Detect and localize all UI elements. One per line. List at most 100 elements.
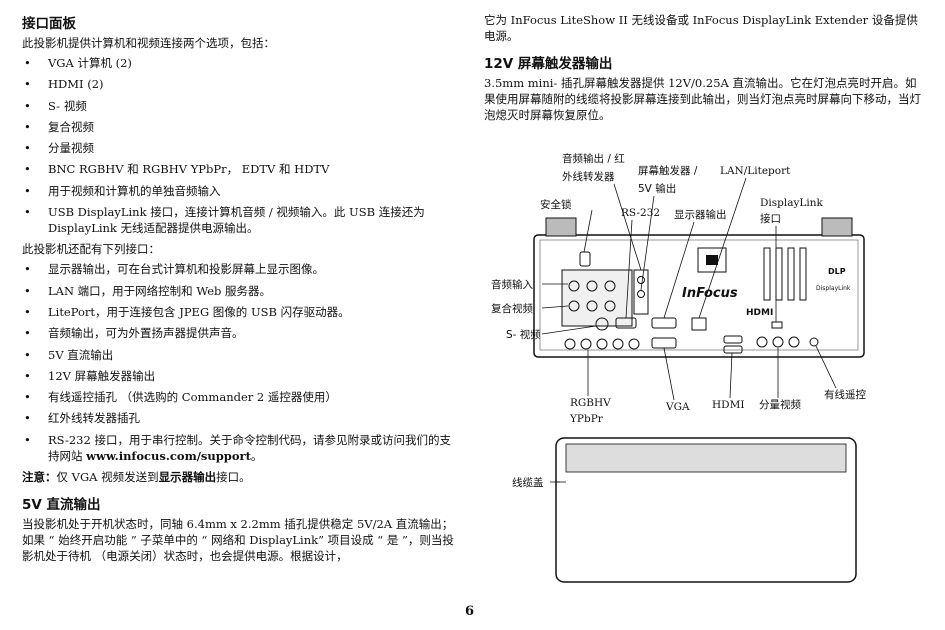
projector-body [533,234,865,358]
label-svideo: S- 视频 [506,328,541,341]
audio-out-jack [637,276,645,284]
rs232-end: 。 [250,448,263,463]
list-item: USB DisplayLink 接口，连接计算机音频 / 视频输入。此 USB … [22,204,462,236]
leader-line [541,325,597,335]
displaylink-logo: DisplayLink [816,285,851,292]
trigger-text: 3.5mm mini- 插孔屏幕触发器提供 12V/0.25A 直流输出。它在灯… [484,76,921,122]
cable-cover-grille [565,443,847,473]
list-item: LAN 端口，用于网络控制和 Web 服务器。 [22,283,462,299]
leader-line [613,183,642,271]
monitor-out-port [651,317,677,329]
left-foot [545,217,577,237]
security-lock-slot [579,251,591,267]
list-item: VGA 计算机 (2) [22,55,462,71]
list-item: S- 视频 [22,98,462,114]
audio-in-jack [586,280,598,292]
outputs-list: 显示器输出，可在台式计算机和投影屏幕上显示图像。 LAN 端口，用于网络控制和 … [22,261,462,463]
av-input-panel [561,269,633,327]
label-audio-in: 音频输入 [491,278,533,291]
ports-heading: 接口面板 [22,16,76,32]
hdmi-logo: HDMI [746,308,773,318]
lan-port [691,317,707,331]
audio-in-jack [568,280,580,292]
leader-line [640,195,655,291]
hdmi-port [723,335,743,344]
label-audio-out: 音频输出 / 红 [562,152,625,165]
left-column: 接口面板 此投影机提供计算机和视频连接两个选项，包括： VGA 计算机 (2) … [22,12,462,568]
note-label: 注意： [22,470,57,485]
note-emphasis: 显示器输出 [158,470,217,485]
list-item: 12V 屏幕触发器输出 [22,368,462,384]
label-composite: 复合视频 [491,302,533,315]
list-item: 红外线转发器插孔 [22,410,462,426]
leader-line [698,177,747,319]
inputs-list: VGA 计算机 (2) HDMI (2) S- 视频 复合视频 分量视频 BNC… [22,55,462,236]
composite-jack [568,300,580,312]
label-displaylink: DisplayLink [760,197,824,209]
list-item: 显示器输出，可在台式计算机和投影屏幕上显示图像。 [22,261,462,277]
right-foot [821,217,853,237]
leader-line [729,352,733,399]
cable-cover [555,437,857,583]
leader-line [815,345,837,389]
power-socket [706,255,718,265]
also-intro: 此投影机还配有下列接口： [22,242,160,257]
support-url: www.infocus.com/support [86,448,251,463]
wired-remote-jack [809,337,819,347]
page-number: 6 [465,604,475,619]
component-jack [756,336,768,348]
ports-intro: 此投影机提供计算机和视频连接两个选项，包括： [22,36,275,50]
bnc-jack [628,338,640,350]
composite-jack [586,300,598,312]
label-5v-out: 5V 输出 [638,182,676,195]
panel-inner-frame [539,239,859,351]
list-item: 音频输出，可为外置扬声器提供声音。 [22,325,462,341]
connector-panel-diagram: 音频输出 / 红 外线转发器 屏幕触发器 / 5V 输出 LAN/Litepor… [491,152,866,583]
label-cable-cover: 线缆盖 [512,476,544,489]
infocus-logo: InFocus [682,286,738,301]
label-screen-trigger: 屏幕触发器 / [638,164,698,177]
vga-port [651,337,677,349]
trigger-jack [637,290,645,298]
leader-line [583,209,593,253]
label-ypbpr: YPbPr [569,413,604,425]
bnc-jack [580,338,592,350]
label-hdmi: HDMI [712,399,744,411]
dc-heading: 5V 直流输出 [22,497,101,514]
power-inlet [697,247,727,273]
label-vga: VGA [665,401,690,413]
bnc-jack [596,338,608,350]
list-item: BNC RGBHV 和 RGBHV YPbPr， EDTV 和 HDTV [22,161,462,177]
label-monitor-out: 显示器输出 [674,208,727,221]
list-item: 用于视频和计算机的单独音频输入 [22,183,462,199]
dlp-logo: DLP [828,267,846,276]
note: 注意：仅 VGA 视频发送到显示器输出接口。 [22,469,462,485]
label-wired-remote: 有线遥控 [824,388,866,401]
label-security-lock: 安全锁 [540,198,572,211]
component-jack [788,336,800,348]
label-component: 分量视频 [759,398,801,411]
trigger-heading: 12V 屏幕触发器输出 [484,56,613,72]
dc-text: 当投影机处于开机状态时，同轴 6.4mm x 2.2mm 插孔提供稳定 5V/2… [22,517,454,564]
list-item: HDMI (2) [22,76,462,92]
vent-slot [799,247,807,301]
composite-jack [604,300,616,312]
usb-displaylink-port [771,321,783,329]
audio-in-jack [604,280,616,292]
leader-line [625,219,633,319]
rs232-text: RS-232 接口，用于串行控制。关于命令控制代码，请参见附录或访问我们的支持网… [48,432,451,463]
svideo-jack [595,317,609,331]
list-item: 复合视频 [22,119,462,135]
list-item: 分量视频 [22,140,462,156]
label-lan-liteport: LAN/Liteport [720,165,791,177]
leader-line [663,347,675,401]
label-rs232: RS-232 [621,207,660,219]
label-ir-repeater: 外线转发器 [562,170,615,183]
list-item: 5V 直流输出 [22,347,462,363]
component-jack [772,336,784,348]
right-column: 它为 InFocus LiteShow II 无线设备或 InFocus Dis… [484,12,924,127]
vent-slot [775,247,783,301]
list-item-rs232: RS-232 接口，用于串行控制。关于命令控制代码，请参见附录或访问我们的支持网… [22,432,462,464]
vent-slot [787,247,795,301]
leader-line [663,221,695,319]
